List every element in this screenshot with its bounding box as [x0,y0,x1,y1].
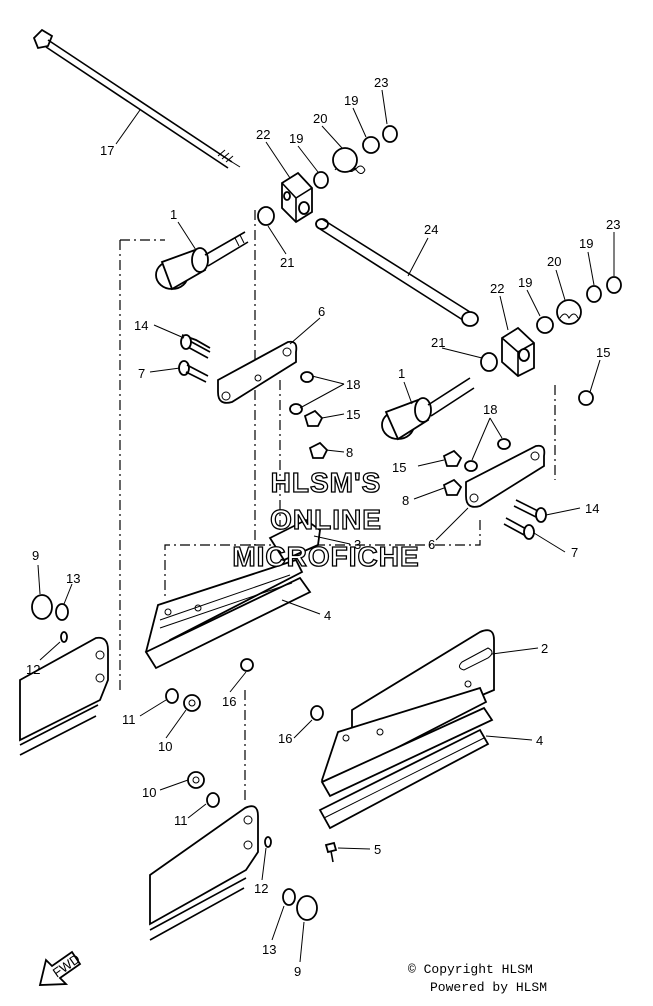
callout: 16 [278,731,292,746]
callout: 11 [174,813,188,828]
callout: 14 [585,501,599,516]
callout: 12 [254,881,268,896]
callout: 16 [222,694,236,709]
watermark-line-1: HLSM'S [271,467,382,498]
callout: 19 [579,236,593,251]
watermark-line-2: ONLINE [270,504,382,535]
callout: 19 [344,93,358,108]
callout: 4 [324,608,331,623]
callout: 21 [280,255,294,270]
link-plate-6-left [178,334,329,459]
callout: 7 [571,545,578,560]
watermark: HLSM'S ONLINE MICROFICHE [232,466,420,572]
seat-rail-4-lower [310,686,494,830]
callout: 15 [346,407,360,422]
callout: 8 [346,445,353,460]
callout: 15 [596,345,610,360]
callout: 5 [374,842,381,857]
callout: 12 [26,662,40,677]
callout: 15 [392,460,406,475]
callout: 2 [541,641,548,656]
pin-1-lower [381,377,475,441]
watermark-line-3: MICROFICHE [232,541,419,572]
rod-24 [315,218,479,327]
callout: 20 [547,254,561,269]
callout: 4 [536,733,543,748]
callout: 10 [142,785,156,800]
fwd-arrow: FWD [38,950,83,986]
callout: 1 [398,366,405,381]
callout: 13 [262,942,276,957]
callout: 8 [402,493,409,508]
copyright-text: © Copyright HLSM [408,962,533,977]
callout: 6 [318,304,325,319]
callout: 23 [606,217,620,232]
leader-lines [37,89,615,963]
callout: 23 [374,75,388,90]
powered-by-text: Powered by HLSM [430,980,548,995]
callout: 24 [424,222,438,237]
callout: 3 [354,537,361,552]
callout: 14 [134,318,148,333]
callout: 13 [66,571,80,586]
callout: 7 [138,366,145,381]
callout: 1 [170,207,177,222]
callout: 20 [313,111,327,126]
callout: 10 [158,739,172,754]
callout: 18 [346,377,360,392]
long-bolt-17 [32,28,241,169]
link-plate-6-right [442,438,547,540]
callout: 9 [32,548,39,563]
callout: 6 [428,537,435,552]
upper-left-block-assembly [257,125,398,226]
left-frame-rail [19,594,201,756]
callout: 19 [518,275,532,290]
callout: 19 [289,131,303,146]
callout: 21 [431,335,445,350]
bottom-frame-rail [149,771,338,941]
callout: 17 [100,143,114,158]
callout: 18 [483,402,497,417]
callout: 22 [490,281,504,296]
fwd-label: FWD [50,951,83,980]
callout: 22 [256,127,270,142]
right-block-assembly [480,276,622,406]
callout: 9 [294,964,301,979]
pin-1-upper [155,231,249,291]
callout: 11 [122,712,136,727]
callout-labels: 23 19 20 22 19 17 1 21 24 23 19 20 19 22… [26,75,620,979]
